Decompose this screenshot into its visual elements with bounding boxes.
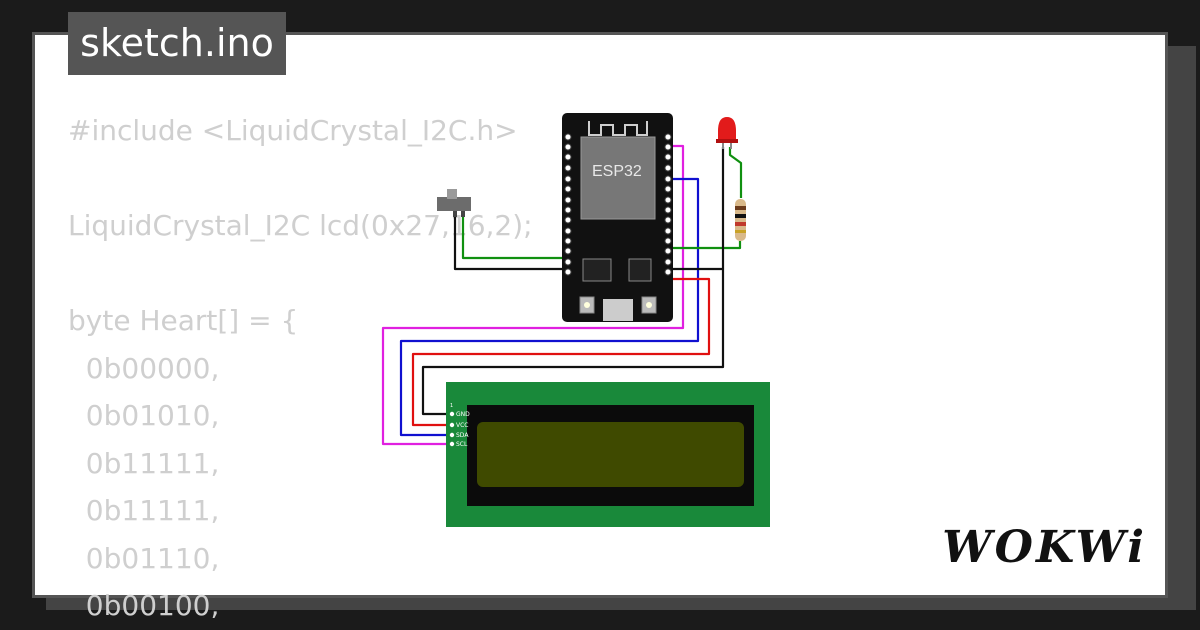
svg-text:1: 1 — [450, 403, 453, 409]
code-line: 0b01110, — [68, 541, 220, 575]
code-line: #include <LiquidCrystal_I2C.h> — [68, 114, 518, 147]
resistor-wire — [668, 241, 742, 250]
gnd-wire — [421, 267, 725, 416]
preview-card: #include <LiquidCrystal_I2C.h> LiquidCry… — [32, 32, 1168, 622]
board-label: ESP32 — [592, 163, 642, 180]
code-line: 0b11111, — [68, 494, 220, 527]
code-line: byte Heart[] = { — [68, 304, 299, 337]
sda-wire — [399, 177, 700, 437]
resistor — [735, 199, 746, 241]
lcd-pin-gnd: GND — [456, 411, 470, 418]
code-line: 0b00000, — [68, 351, 220, 385]
code-line: 0b00100, — [68, 589, 220, 622]
vcc-wire — [411, 277, 711, 427]
file-tab[interactable]: sketch.ino — [68, 12, 286, 75]
led-wire — [728, 147, 743, 198]
lcd-pin-vcc: VCC — [456, 422, 468, 429]
lcd-pin-sda: SDA — [456, 432, 469, 439]
esp32-board: ESP32 — [562, 113, 673, 322]
code-line: 0b11111, — [68, 446, 220, 480]
switch-gnd-wire — [453, 217, 570, 271]
switch-signal-wire — [461, 217, 570, 260]
scl-wire — [381, 144, 685, 446]
wokwi-logo: WOKWi — [942, 522, 1147, 573]
slide-switch — [437, 189, 471, 217]
code-line: LiquidCrystal_I2C lcd(0x27,16,2); — [68, 209, 533, 242]
lcd-pin-scl: SCL — [456, 441, 468, 448]
code-preview: #include <LiquidCrystal_I2C.h> LiquidCry… — [68, 107, 533, 630]
lcd-module: 1 GND VCC SDA SCL — [446, 382, 770, 527]
code-line: 0b01010, — [68, 399, 220, 432]
red-led — [716, 117, 738, 149]
circuit-diagram: ESP32 — [381, 113, 770, 527]
